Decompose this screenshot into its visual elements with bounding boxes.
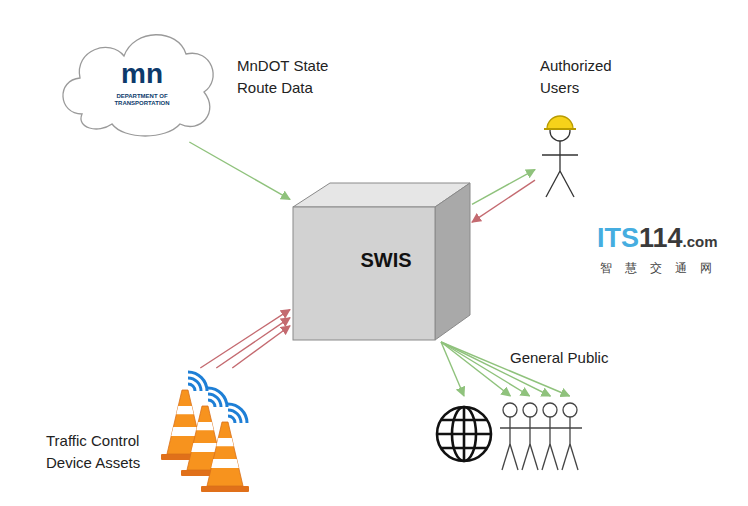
crowd-figures	[500, 403, 582, 470]
label-row: 智慧交通网	[600, 262, 725, 275]
cone-stripe	[176, 406, 193, 414]
figure-body	[549, 417, 550, 444]
figure-body	[569, 417, 570, 444]
figure-body	[529, 417, 530, 444]
cube-front	[293, 207, 435, 340]
figure-head	[563, 403, 577, 417]
label-row: ITS114.com	[597, 224, 718, 254]
text-holder: DEPARTMENT OF TRANSPORTATION	[109, 93, 175, 107]
wifi-arc	[188, 378, 201, 391]
wifi-arc	[208, 388, 227, 407]
node-heading: MnDOT State Route Data	[237, 55, 349, 99]
figure-head	[503, 403, 517, 417]
flow-arrow	[232, 326, 290, 368]
node-label: SWIS	[360, 248, 411, 272]
globe-outline	[437, 407, 491, 461]
wifi-arc	[228, 404, 247, 423]
node-shape	[158, 368, 252, 494]
figure-leg	[560, 171, 574, 197]
globe-line	[463, 407, 466, 461]
system-cube: SWIS	[290, 180, 472, 342]
text-holder: General Public	[508, 348, 628, 368]
cone-stripe	[216, 438, 233, 446]
globe-line	[441, 447, 487, 450]
globe-icon	[437, 407, 491, 461]
cone-group: Traffic Control Device Assets	[158, 368, 252, 494]
wifi-arc	[188, 384, 195, 391]
logo-mark: mn	[121, 60, 163, 88]
wifi-arc	[228, 416, 235, 423]
node-heading: Authorized Users	[540, 55, 635, 99]
wifi-arc	[228, 410, 241, 423]
figure-leg	[502, 444, 510, 470]
wifi-arc	[208, 394, 221, 407]
figure-leg	[530, 444, 538, 470]
figure-body	[559, 141, 560, 171]
cone-base	[201, 486, 249, 492]
text-holder: MnDOT State Route Data	[237, 55, 349, 99]
flow-arrow	[200, 310, 290, 368]
figure-leg	[522, 444, 530, 470]
node-shape	[535, 105, 585, 200]
user-figure: Authorized Users	[535, 105, 585, 200]
cloud-node: mnDEPARTMENT OF TRANSPORTATIONMnDOT Stat…	[50, 18, 222, 142]
watermark-subtext: 智慧交通网	[600, 262, 725, 275]
figure-head	[523, 403, 537, 417]
flow-arrow	[441, 342, 510, 396]
wifi-arc	[208, 400, 215, 407]
watermark-text: .com	[683, 234, 718, 251]
text-holder: Authorized Users	[540, 55, 635, 99]
public-group: General Public	[432, 396, 592, 476]
text-holder: SWIS	[360, 248, 411, 272]
cone-stripe	[171, 427, 199, 436]
flow-arrow	[189, 142, 290, 199]
cube-side	[435, 183, 470, 340]
hard-hat	[547, 116, 573, 129]
figure-leg	[510, 444, 518, 470]
text-holder: mn	[121, 60, 163, 88]
stick-figure	[542, 116, 578, 197]
node-heading: General Public	[508, 348, 628, 368]
hat-brim	[544, 128, 576, 130]
cone-stripe	[191, 443, 219, 452]
watermark-text: ITS	[597, 224, 639, 254]
watermark-text: 114	[639, 224, 683, 254]
figure-leg	[546, 171, 560, 197]
cloud-outline	[63, 35, 213, 136]
figure-leg	[550, 444, 558, 470]
cone-stripe	[211, 459, 239, 468]
text-holder: Traffic Control Device Assets	[46, 430, 158, 474]
figure-head	[543, 403, 557, 417]
cone-stripe	[196, 422, 213, 430]
flow-arrow	[472, 180, 535, 222]
figure-arms	[542, 154, 578, 155]
figure-leg	[562, 444, 570, 470]
figure-leg	[570, 444, 578, 470]
wifi-arc	[188, 372, 207, 391]
cone-body	[207, 422, 243, 486]
figure-body	[509, 417, 510, 444]
globe-line	[441, 419, 487, 422]
flow-arrow	[216, 318, 290, 368]
traffic-cone	[201, 404, 249, 492]
logo-caption: DEPARTMENT OF TRANSPORTATION	[109, 93, 175, 107]
node-shape	[432, 396, 592, 476]
figure-leg	[542, 444, 550, 470]
node-heading: Traffic Control Device Assets	[46, 430, 158, 474]
